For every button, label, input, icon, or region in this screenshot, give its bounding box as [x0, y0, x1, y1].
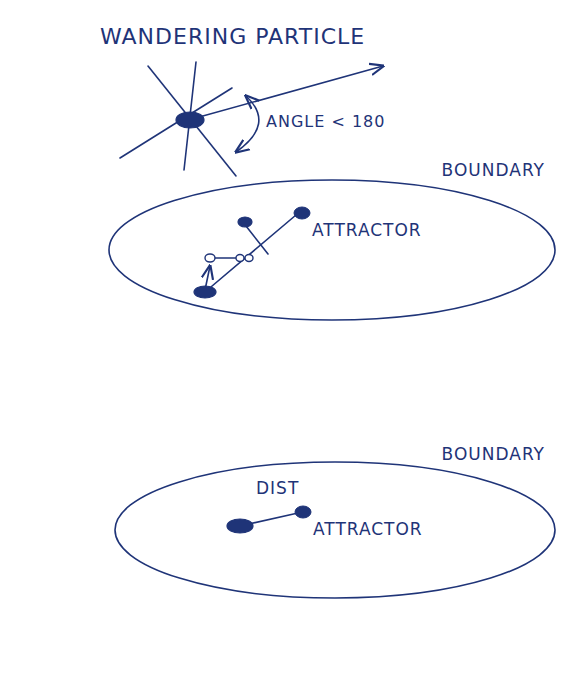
direction-line — [120, 88, 232, 158]
open-particle — [245, 255, 253, 262]
note-label: WANDERING PARTICLE — [100, 24, 365, 50]
note-label: ANGLE < 180 — [266, 112, 385, 132]
angle-arrow — [236, 96, 259, 152]
open-particle — [205, 254, 215, 262]
particle-dot — [176, 112, 204, 128]
path-line — [246, 226, 268, 254]
boundary-outline — [107, 160, 557, 320]
attractor: ATTRACTOR — [292, 206, 424, 242]
particle-dot — [227, 519, 253, 533]
attractor-label: ATTRACTOR — [312, 220, 422, 240]
open-particle — [236, 255, 244, 262]
boundary-label: BOUNDARY — [442, 444, 545, 464]
boundary-label: BOUNDARY — [442, 160, 545, 180]
particle-dot — [238, 217, 252, 227]
attractor-label: ATTRACTOR — [313, 519, 423, 539]
boundary-ellipse: BOUNDARY ATTRACTOR — [107, 160, 557, 320]
attractor-dot — [292, 206, 312, 220]
direction-line — [148, 66, 236, 176]
path-line — [205, 215, 296, 292]
path-line — [214, 257, 236, 259]
note-label: DIST — [256, 478, 299, 499]
attractor-dot — [293, 505, 313, 519]
attractor: ATTRACTOR — [293, 505, 425, 541]
particle-dot — [194, 286, 216, 298]
boundary-ellipse: BOUNDARY ATTRACTOR — [113, 440, 557, 605]
